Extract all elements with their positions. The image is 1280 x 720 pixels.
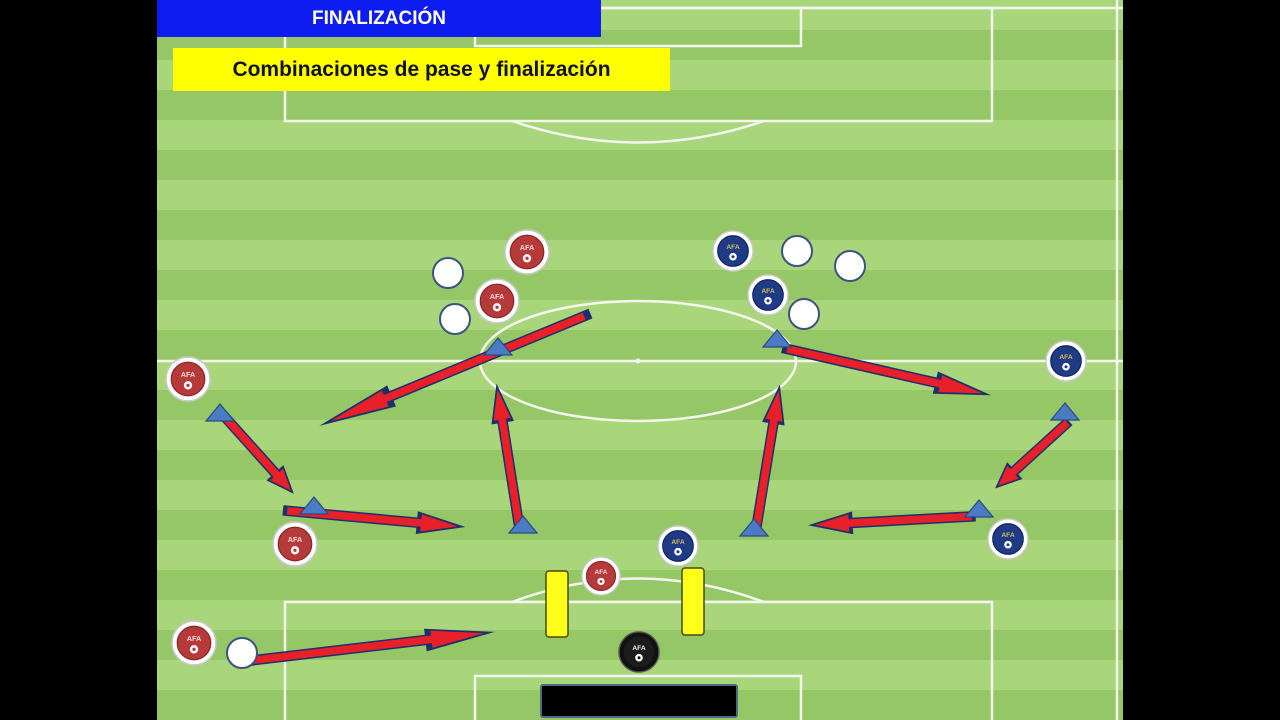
afa-red-badge-icon bbox=[171, 620, 217, 666]
pass-arrow-icon bbox=[282, 505, 466, 534]
cone-marker-icon bbox=[204, 403, 236, 422]
ball-icon bbox=[834, 250, 866, 282]
afa-blue-badge-icon bbox=[1045, 340, 1087, 382]
blue-team-players bbox=[657, 230, 1087, 567]
cone-marker-icon bbox=[738, 518, 770, 537]
ball-icon bbox=[439, 303, 471, 335]
afa-blue-badge-icon bbox=[747, 274, 789, 316]
afa-blue-badge-icon bbox=[712, 230, 754, 272]
ball-icon bbox=[781, 235, 813, 267]
cone-marker-icon bbox=[507, 515, 539, 534]
cone-marker-icon bbox=[963, 499, 995, 518]
afa-red-badge-icon bbox=[474, 278, 520, 324]
afa-red-badge-icon bbox=[272, 521, 318, 567]
balls bbox=[226, 235, 866, 669]
afa-red-badge-icon bbox=[581, 556, 621, 596]
center-spot bbox=[635, 358, 641, 364]
drill-subtitle: Combinaciones de pase y finalización bbox=[173, 48, 670, 91]
cone-marker-icon bbox=[761, 329, 793, 348]
ball-icon bbox=[226, 637, 258, 669]
mini-goal-right bbox=[681, 567, 705, 636]
cone-markers bbox=[204, 329, 1081, 537]
afa-red-badge-icon bbox=[165, 356, 211, 402]
pass-arrow-icon bbox=[218, 411, 294, 494]
afa-black-badge-icon bbox=[618, 631, 660, 673]
cone-marker-icon bbox=[1049, 402, 1081, 421]
top-penalty-arc bbox=[511, 119, 765, 144]
mini-goal-left bbox=[545, 570, 569, 638]
afa-red-badge-icon bbox=[504, 229, 550, 275]
page-title: FINALIZACIÓN bbox=[157, 0, 601, 37]
soccer-field: AFA AFA AFA bbox=[157, 0, 1123, 720]
mini-goals bbox=[545, 567, 705, 638]
pass-arrows bbox=[218, 308, 1073, 668]
goal-box bbox=[540, 684, 738, 718]
ball-icon bbox=[788, 298, 820, 330]
bottom-goal-area bbox=[473, 674, 803, 720]
pass-arrow-icon bbox=[807, 510, 976, 535]
pass-arrow-icon bbox=[233, 628, 495, 668]
afa-blue-badge-icon bbox=[987, 518, 1029, 560]
drill-diagram: AFA AFA AFA bbox=[157, 0, 1123, 720]
bottom-penalty-arc bbox=[511, 577, 765, 604]
pass-arrow-icon bbox=[750, 384, 785, 533]
cone-marker-icon bbox=[298, 496, 330, 515]
afa-blue-badge-icon bbox=[657, 525, 699, 567]
pass-arrow-icon bbox=[491, 383, 525, 532]
cone-marker-icon bbox=[482, 337, 514, 356]
ball-icon bbox=[432, 257, 464, 289]
pass-arrow-icon bbox=[995, 417, 1073, 489]
pass-arrow-icon bbox=[319, 308, 593, 426]
pass-arrow-icon bbox=[781, 342, 992, 396]
bottom-penalty-area bbox=[283, 600, 994, 720]
